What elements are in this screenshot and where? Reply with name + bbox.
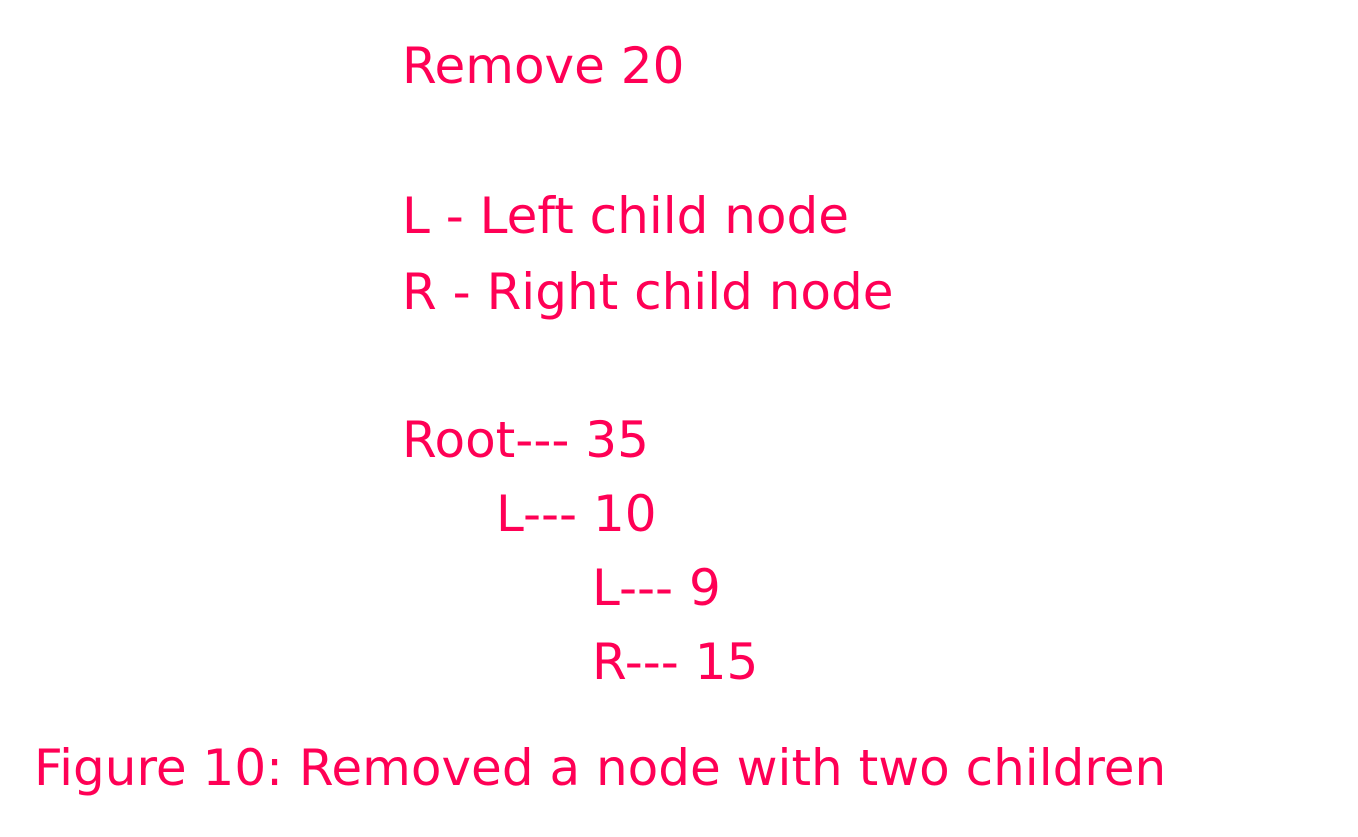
- tree-node-level1-left: L--- 10: [496, 485, 657, 543]
- legend-right: R - Right child node: [402, 263, 894, 321]
- figure-caption: Figure 10: Removed a node with two child…: [34, 739, 1167, 797]
- tree-node-level2-left: L--- 9: [592, 559, 721, 617]
- tree-node-level2-right: R--- 15: [592, 633, 759, 691]
- legend-left: L - Left child node: [402, 187, 850, 245]
- diagram-title: Remove 20: [402, 37, 685, 95]
- tree-root: Root--- 35: [402, 411, 649, 469]
